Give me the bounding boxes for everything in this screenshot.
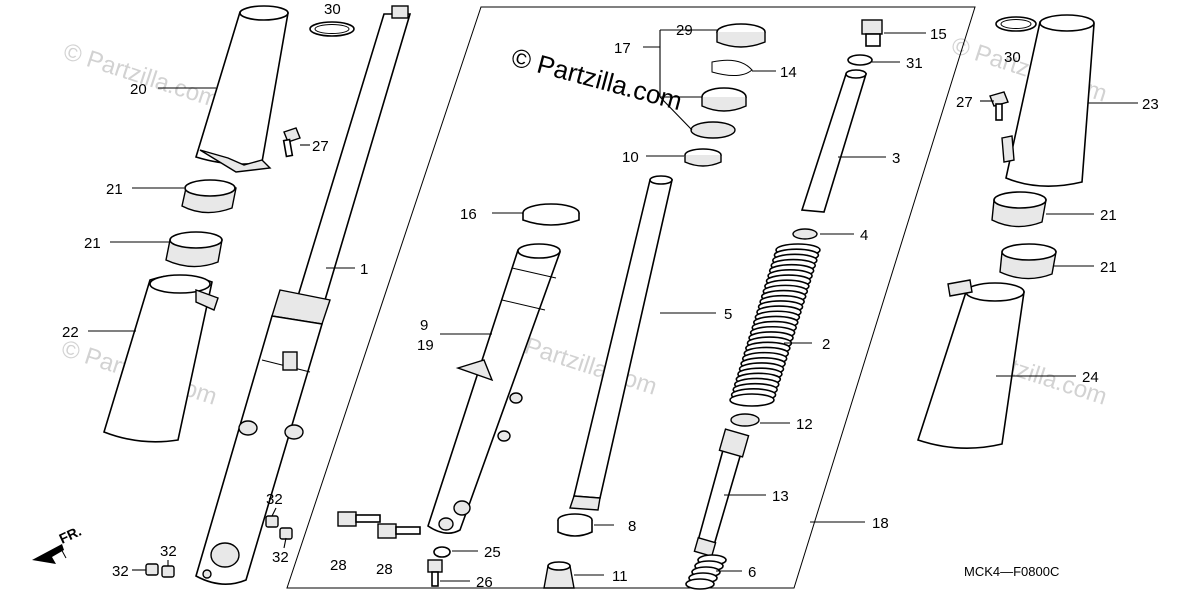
- callout-1: 1: [360, 261, 368, 278]
- part-30-o-ring-right[interactable]: [995, 16, 1037, 32]
- part-15-cap-bolt[interactable]: [861, 19, 883, 47]
- part-21-bushing-left-upper[interactable]: [181, 179, 237, 214]
- callout-26: 26: [476, 574, 493, 591]
- callout-32: 32: [272, 549, 289, 566]
- part-20-upper-fork-cover[interactable]: [195, 5, 289, 173]
- callout-28: 28: [330, 557, 347, 574]
- leader-lines: [88, 29, 1138, 582]
- callout-10: 10: [622, 149, 639, 166]
- part-8-bushing[interactable]: [557, 513, 593, 537]
- part-27-bolt-left[interactable]: [282, 127, 301, 158]
- callout-9: 9: [420, 317, 428, 334]
- part-5-fork-tube[interactable]: [569, 175, 674, 511]
- callout-27: 27: [956, 94, 973, 111]
- part-24-lower-fork-cover[interactable]: [916, 279, 1025, 449]
- callout-29: 29: [676, 22, 693, 39]
- callout-4: 4: [860, 227, 868, 244]
- diagram-code: MCK4—F0800C: [964, 564, 1059, 579]
- part-12-piston-ring[interactable]: [730, 413, 760, 427]
- callout-3: 3: [892, 150, 900, 167]
- callout-28: 28: [376, 561, 393, 578]
- part-10-bushing[interactable]: [684, 148, 722, 167]
- callout-12: 12: [796, 416, 813, 433]
- callout-32: 32: [266, 491, 283, 508]
- callout-23: 23: [1142, 96, 1159, 113]
- callout-6: 6: [748, 564, 756, 581]
- part-27-bolt-right[interactable]: [989, 91, 1009, 121]
- part-30-o-ring-left[interactable]: [309, 21, 355, 37]
- copyright-text: © Partzilla.com: [508, 42, 685, 116]
- callout-18: 18: [872, 515, 889, 532]
- part-2-fork-spring[interactable]: [729, 243, 821, 407]
- callout-15: 15: [930, 26, 947, 43]
- callout-21: 21: [1100, 259, 1117, 276]
- callout-32: 32: [160, 543, 177, 560]
- front-direction-arrow: FR.: [32, 523, 84, 564]
- part-16-dust-seal[interactable]: [522, 203, 580, 226]
- part-31-o-ring[interactable]: [847, 54, 873, 66]
- callout-25: 25: [484, 544, 501, 561]
- part-3-spacer[interactable]: [800, 69, 868, 213]
- callout-32: 32: [112, 563, 129, 580]
- callout-21: 21: [1100, 207, 1117, 224]
- direction-label: FR.: [57, 523, 84, 547]
- callout-30: 30: [324, 1, 341, 18]
- part-4-spring-seat[interactable]: [792, 228, 818, 240]
- callout-5: 5: [724, 306, 732, 323]
- callout-24: 24: [1082, 369, 1099, 386]
- part-28-bolts[interactable]: [337, 511, 421, 539]
- callout-13: 13: [772, 488, 789, 505]
- part-21-bushing-right-upper[interactable]: [991, 191, 1047, 228]
- part-14-clip[interactable]: [711, 59, 753, 76]
- part-25-washer[interactable]: [433, 546, 451, 558]
- inner-parts-frame: [286, 6, 976, 589]
- callout-22: 22: [62, 324, 79, 341]
- part-1-fork-assembly[interactable]: [195, 5, 412, 585]
- callout-numbers: 1 2 3 4 5 6 8 9 19 10 11 12 13 14 15 16 …: [62, 1, 1159, 591]
- callout-21: 21: [84, 235, 101, 252]
- part-21-bushing-left-lower[interactable]: [165, 231, 223, 268]
- part-11-oil-lock-piece[interactable]: [543, 561, 575, 589]
- part-6-rebound-spring[interactable]: [685, 554, 727, 590]
- part-9-19-fork-slider[interactable]: [427, 243, 561, 534]
- part-17-oil-seal[interactable]: [701, 87, 747, 112]
- callout-14: 14: [780, 64, 797, 81]
- callout-11: 11: [612, 568, 628, 585]
- callout-8: 8: [628, 518, 636, 535]
- callout-17: 17: [614, 40, 631, 57]
- callout-2: 2: [822, 336, 830, 353]
- part-26-drain-bolt[interactable]: [427, 559, 443, 587]
- part-22-lower-fork-cover[interactable]: [103, 274, 219, 443]
- watermark-text: © Partzilla.com: [60, 38, 222, 114]
- callout-30: 30: [1004, 49, 1021, 66]
- part-13-fork-piston[interactable]: [693, 428, 750, 558]
- callout-21: 21: [106, 181, 123, 198]
- callout-27: 27: [312, 138, 329, 155]
- callout-16: 16: [460, 206, 477, 223]
- part-29-seal[interactable]: [716, 23, 766, 48]
- callout-20: 20: [130, 81, 147, 98]
- callout-31: 31: [906, 55, 923, 72]
- callout-19: 19: [417, 337, 434, 354]
- part-17-washer[interactable]: [690, 121, 736, 139]
- part-23-upper-fork-cover[interactable]: [1001, 14, 1095, 187]
- part-21-bushing-right-lower[interactable]: [999, 243, 1057, 280]
